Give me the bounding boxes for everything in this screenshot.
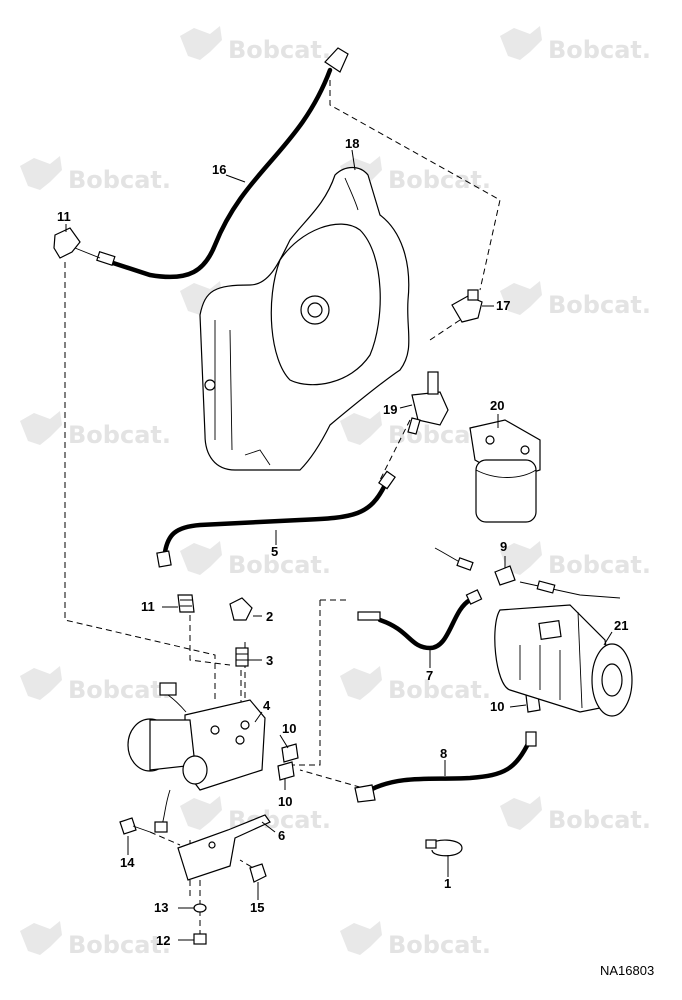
watermark-logo: Bobcat. (340, 921, 491, 959)
clamp-1 (425, 839, 463, 857)
bobcat-logo-icon (340, 666, 382, 700)
callout-10a: 10 (490, 699, 504, 714)
hydraulic-tank-18 (199, 166, 410, 471)
hydraulic-pump-21 (494, 604, 633, 717)
callout-2: 2 (266, 609, 273, 624)
tee-fitting-19 (407, 371, 449, 435)
watermark-logo: Bobcat. (20, 411, 171, 449)
fitting-3 (235, 647, 249, 667)
watermark-text: Bobcat. (228, 551, 331, 579)
leader-lines (65, 149, 613, 941)
bobcat-logo-icon (500, 26, 542, 60)
watermark-text: Bobcat. (68, 421, 171, 449)
watermark-logo: Bobcat. (20, 666, 171, 704)
tee-fitting-9 (434, 547, 621, 599)
watermark-text: Bobcat. (548, 36, 651, 64)
callout-7: 7 (426, 668, 433, 683)
valve-block-4 (127, 682, 266, 833)
fittings-10 (277, 694, 541, 781)
bolt-12 (193, 933, 207, 945)
callout-8: 8 (440, 746, 447, 761)
watermark-logo: Bobcat. (500, 796, 651, 834)
callout-5: 5 (271, 544, 278, 559)
watermark-layer: Bobcat. Bobcat. Bobcat. Bobcat. Bobcat. Bobca… (20, 26, 651, 959)
callout-16: 16 (212, 162, 226, 177)
callout-15: 15 (250, 900, 264, 915)
callout-10b: 10 (282, 721, 296, 736)
bobcat-logo-icon (180, 796, 222, 830)
hose-8 (354, 731, 537, 803)
bobcat-logo-icon (20, 156, 62, 190)
callout-6: 6 (278, 828, 285, 843)
bracket-6 (177, 814, 271, 881)
callout-14: 14 (120, 855, 135, 870)
cap-2 (229, 597, 253, 621)
bobcat-logo-icon (180, 26, 222, 60)
bobcat-logo-icon (500, 796, 542, 830)
watermark-text: Bobcat. (548, 806, 651, 834)
callout-10c: 10 (278, 794, 292, 809)
callout-labels: 18 16 11 17 19 20 5 9 11 2 21 3 7 4 10 1… (57, 136, 628, 948)
callout-13: 13 (154, 900, 168, 915)
hose-16 (74, 47, 349, 280)
fitting-11-lower (177, 594, 195, 613)
bolt-14 (119, 817, 151, 835)
callout-18: 18 (345, 136, 359, 151)
callout-1: 1 (444, 876, 451, 891)
bobcat-logo-icon (180, 541, 222, 575)
hose-5 (156, 470, 396, 568)
watermark-logo: Bobcat. (500, 281, 651, 319)
hose-7 (357, 589, 483, 651)
bobcat-logo-icon (340, 921, 382, 955)
watermark-logo: Bobcat. (500, 26, 651, 64)
watermark-text: Bobcat. (388, 676, 491, 704)
watermark-logo: Bobcat. (180, 26, 331, 64)
watermark-text: Bobcat. (68, 166, 171, 194)
nut-15 (249, 863, 267, 883)
bobcat-logo-icon (20, 666, 62, 700)
watermark-text: Bobcat. (388, 166, 491, 194)
watermark-logo: Bobcat. (180, 541, 331, 579)
bobcat-logo-icon (20, 411, 62, 445)
elbow-fitting-11-top (53, 227, 81, 259)
callout-4: 4 (263, 698, 271, 713)
bobcat-logo-icon (340, 411, 382, 445)
bobcat-logo-icon (20, 921, 62, 955)
bobcat-logo-icon (180, 281, 222, 315)
callout-17: 17 (496, 298, 510, 313)
washer-13 (193, 903, 207, 913)
watermark-text: Bobcat. (228, 36, 331, 64)
callout-20: 20 (490, 398, 504, 413)
callout-12: 12 (156, 933, 170, 948)
callout-21: 21 (614, 618, 628, 633)
watermark-logo: Bobcat. (340, 666, 491, 704)
watermark-text: Bobcat. (68, 676, 171, 704)
callout-19: 19 (383, 402, 397, 417)
watermark-text: Bobcat. (388, 931, 491, 959)
callout-9: 9 (500, 539, 507, 554)
callout-11a: 11 (57, 209, 71, 224)
watermark-text: Bobcat. (548, 291, 651, 319)
bobcat-logo-icon (500, 281, 542, 315)
watermark-text: Bobcat. (68, 931, 171, 959)
reference-code: NA16803 (600, 963, 654, 978)
watermark-text: Bobcat. (548, 551, 651, 579)
watermark-logo: Bobcat. (20, 156, 171, 194)
fitting-17 (451, 289, 483, 323)
callout-11b: 11 (141, 599, 155, 614)
callout-3: 3 (266, 653, 273, 668)
watermark-logo: Bobcat. (500, 541, 651, 579)
watermark-logo: Bobcat. (20, 921, 171, 959)
filter-assembly-20 (469, 419, 541, 523)
